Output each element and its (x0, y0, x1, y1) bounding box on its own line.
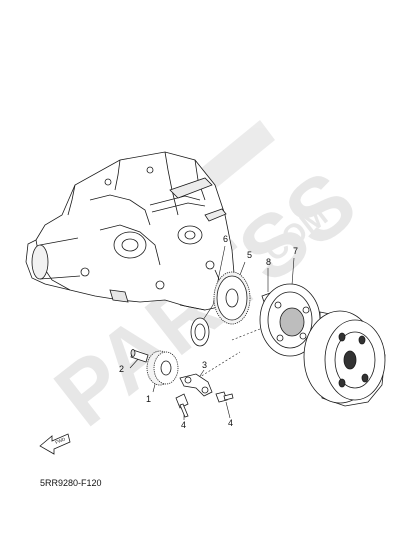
callout-1: 1 (146, 394, 152, 404)
bracket-part-3 (179, 373, 213, 397)
flywheel-rotor (303, 310, 386, 407)
crankcase-housing (25, 151, 236, 311)
callout-7: 7 (293, 246, 299, 256)
callout-4a: 4 (181, 420, 187, 430)
pin-part-2 (130, 349, 149, 363)
bolt-part-4a (175, 393, 189, 418)
reference-code: 5RR9280-F120 (40, 478, 102, 488)
callout-2: 2 (119, 364, 125, 374)
callout-8: 8 (266, 257, 272, 267)
washer-part-6 (190, 317, 210, 347)
gear-part-1 (146, 350, 179, 386)
fwd-label: FWD (55, 436, 67, 445)
callout-3: 3 (202, 360, 208, 370)
callout-5: 5 (247, 250, 253, 260)
clutch-plate-part-7 (259, 283, 321, 357)
gear-part-5 (213, 271, 251, 325)
fwd-arrow-icon: FWD (39, 433, 71, 455)
callout-6: 6 (223, 234, 229, 244)
callout-4b: 4 (228, 418, 234, 428)
bolt-part-4b (215, 391, 234, 403)
